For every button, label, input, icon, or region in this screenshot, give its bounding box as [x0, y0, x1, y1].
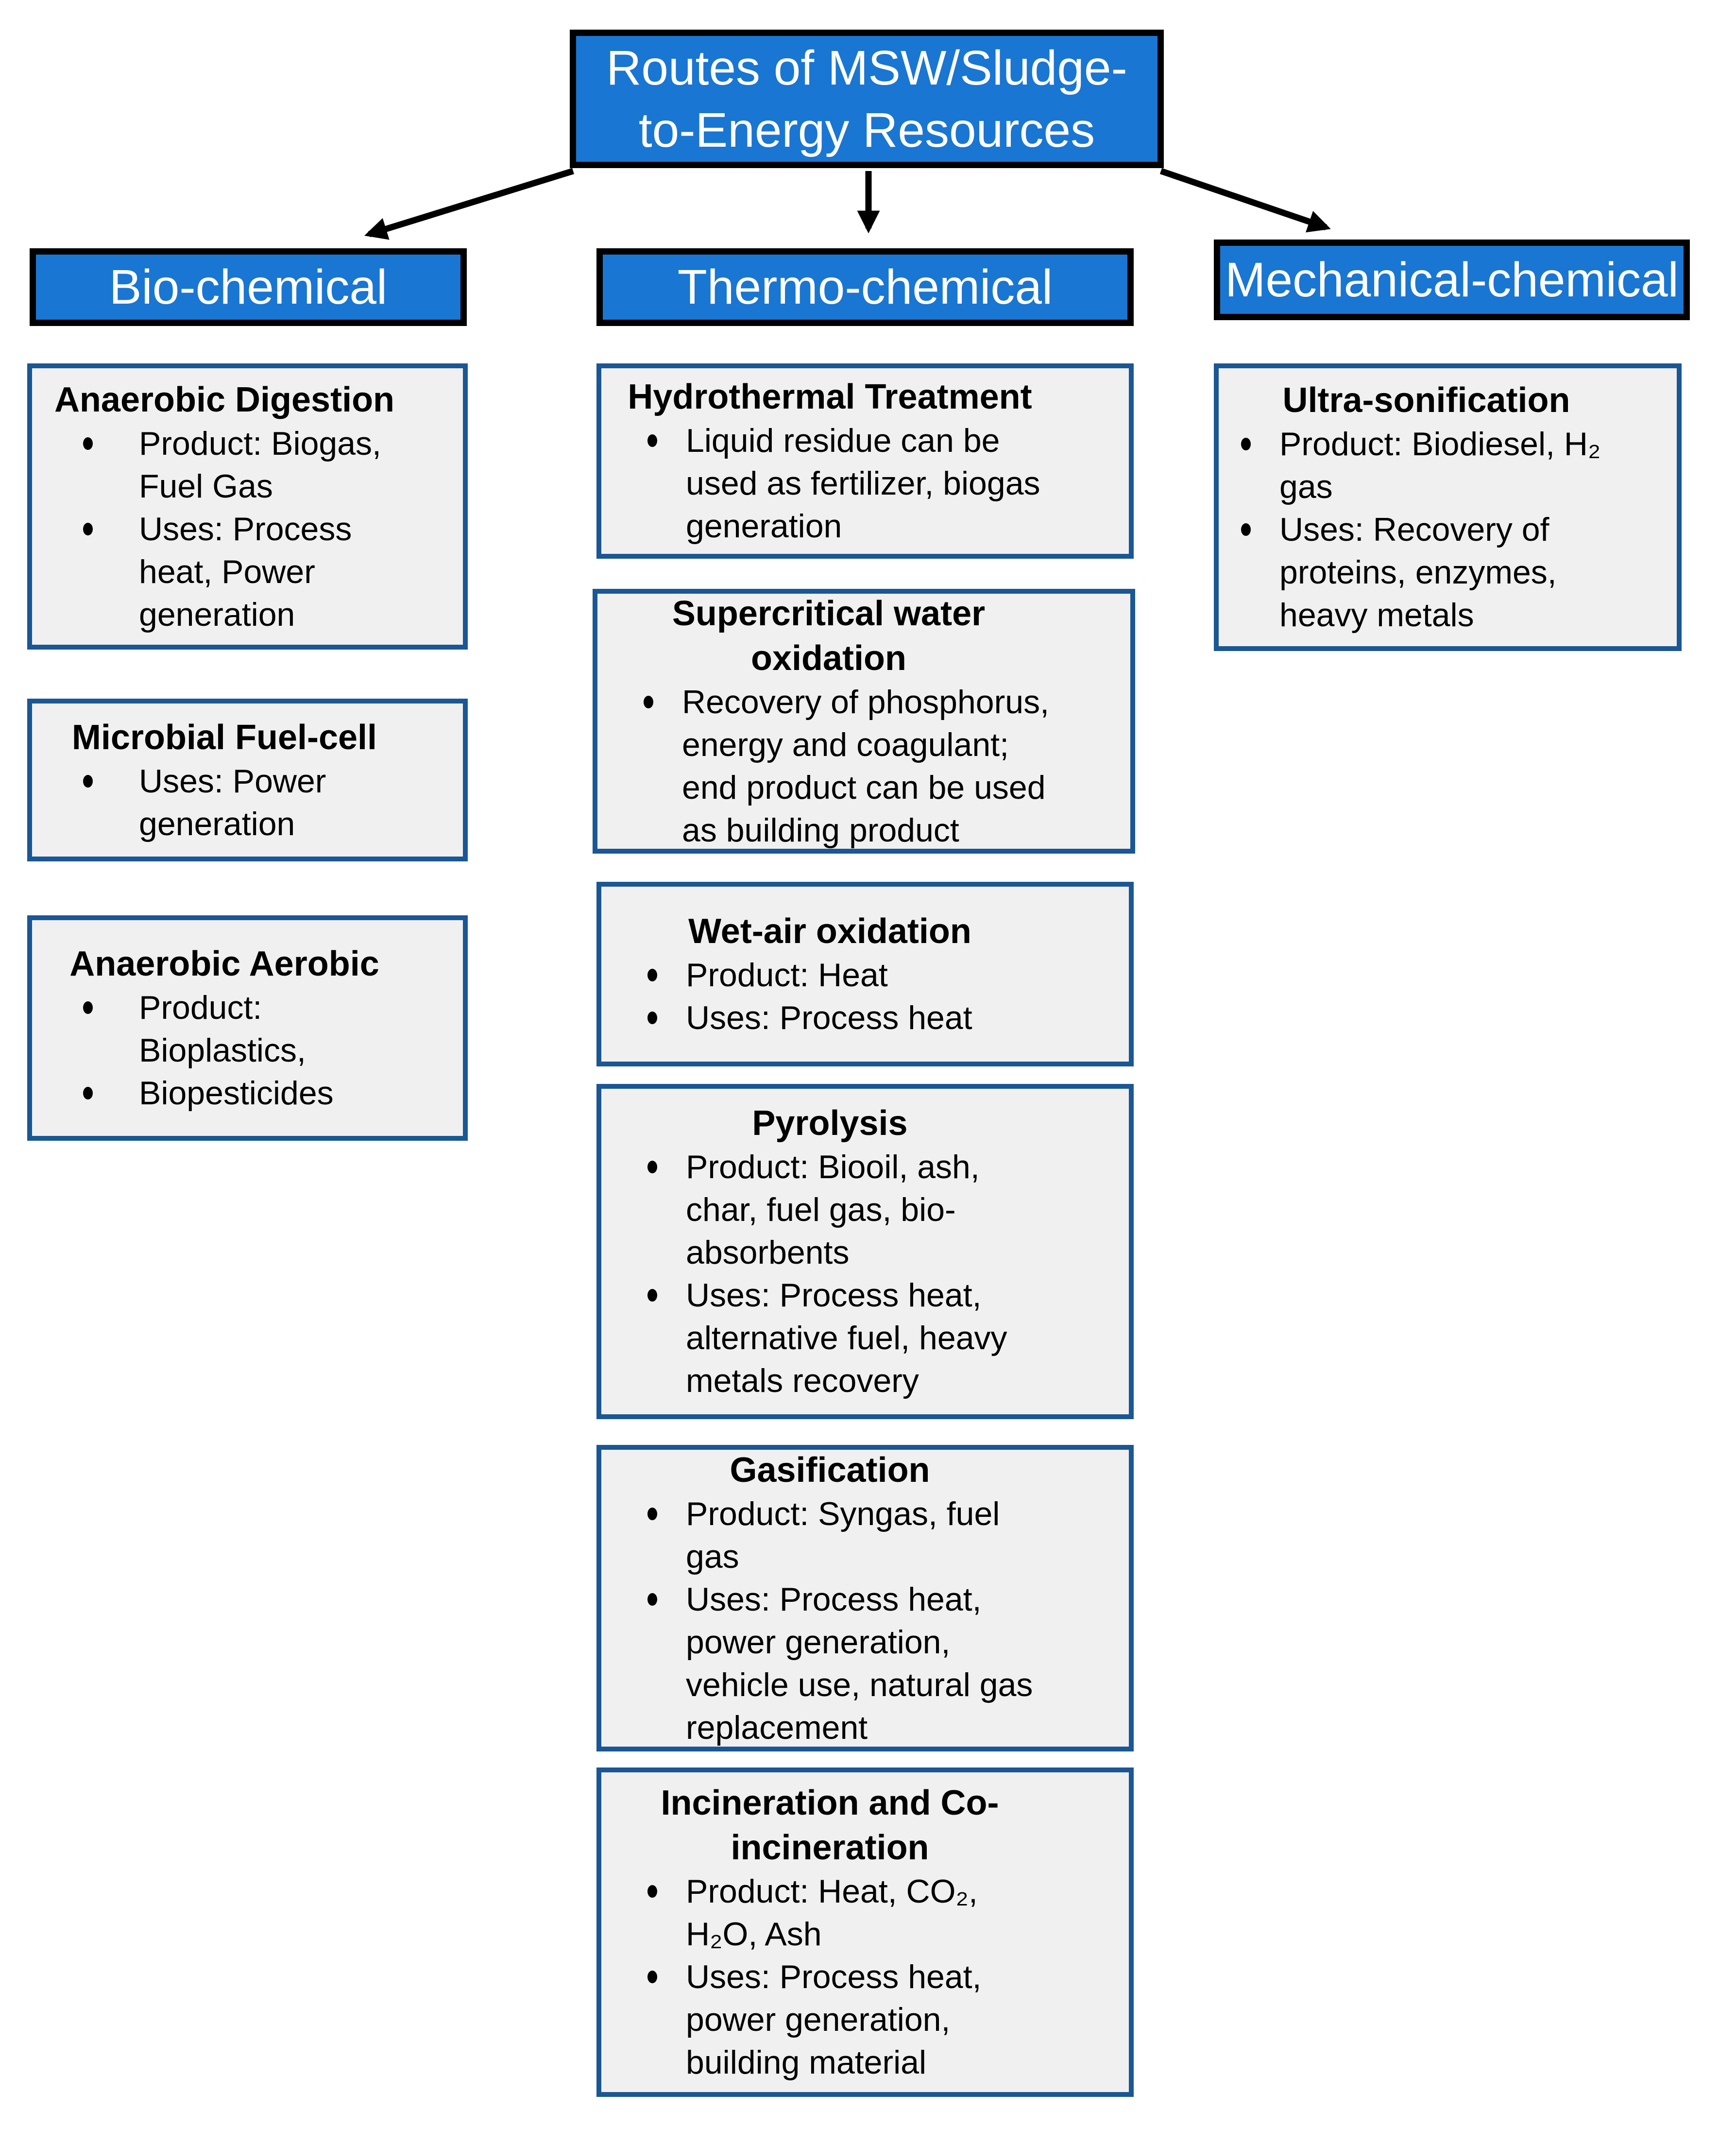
title-line-2: to-Energy Resources — [638, 103, 1095, 157]
box-title: Gasification — [730, 1450, 930, 1490]
bullet-list: Product: Biooil, ash, char, fuel gas, bi… — [601, 1146, 1058, 1402]
bullet-item: Product: Heat, CO₂, H₂O, Ash — [601, 1870, 1058, 1956]
bullet-list: Liquid residue can be used as fertilizer… — [601, 419, 1058, 548]
column-header-label: Mechanical-chemical — [1225, 253, 1679, 307]
bullet-item: Recovery of phosphorus, energy and coagu… — [597, 681, 1060, 852]
box-anaerobic-aerobic: Anaerobic Aerobic Product: Bioplastics, … — [27, 915, 468, 1141]
box-title: Ultra-sonification — [1282, 381, 1570, 420]
title-box: Routes of MSW/Sludge- to-Energy Resource… — [570, 30, 1164, 168]
bullet-list: Product: Heat Uses: Process heat — [601, 954, 1058, 1039]
bullet-item: Product: Syngas, fuel gas — [601, 1493, 1058, 1578]
box-title: Microbial Fuel-cell — [71, 718, 377, 757]
box-incineration-and-co-incineration: Incineration and Co-incineration Product… — [596, 1767, 1134, 2097]
bullet-item: Uses: Process heat, alternative fuel, he… — [601, 1274, 1058, 1402]
column-header-label: Bio-chemical — [109, 260, 388, 314]
box-title: Incineration and Co-incineration — [661, 1784, 999, 1867]
bullet-item: Uses: Recovery of proteins, enzymes, hea… — [1219, 508, 1634, 636]
column-header-thermo-chemical: Thermo-chemical — [596, 248, 1134, 326]
column-header-bio-chemical: Bio-chemical — [30, 248, 467, 326]
bullet-list: Product: Biodiesel, H₂ gas Uses: Recover… — [1219, 423, 1634, 636]
bullet-item: Liquid residue can be used as fertilizer… — [601, 419, 1058, 548]
bullet-list: Uses: Power generation — [32, 760, 417, 845]
bullet-item: Uses: Process heat — [601, 996, 1058, 1039]
bullet-item: Product: Bioplastics, — [32, 986, 417, 1072]
bullet-list: Product: Biogas, Fuel Gas Uses: Process … — [32, 422, 417, 636]
bullet-list: Product: Heat, CO₂, H₂O, Ash Uses: Proce… — [601, 1870, 1058, 2084]
bullet-item: Biopesticides — [32, 1072, 417, 1115]
bullet-list: Product: Bioplastics, Biopesticides — [32, 986, 417, 1115]
title-text: Routes of MSW/Sludge- to-Energy Resource… — [606, 37, 1127, 161]
bullet-item: Product: Biodiesel, H₂ gas — [1219, 423, 1634, 508]
box-microbial-fuel-cell: Microbial Fuel-cell Uses: Power generati… — [27, 699, 468, 861]
column-header-mechanical-chemical: Mechanical-chemical — [1214, 240, 1690, 320]
box-ultra-sonification: Ultra-sonification Product: Biodiesel, H… — [1214, 363, 1682, 651]
arrow-to-mechanical-chemical — [1159, 168, 1331, 233]
bullet-item: Uses: Process heat, Power generation — [32, 508, 417, 636]
box-anaerobic-digestion: Anaerobic Digestion Product: Biogas, Fue… — [27, 363, 468, 650]
box-pyrolysis: Pyrolysis Product: Biooil, ash, char, fu… — [596, 1084, 1134, 1419]
bullet-item: Product: Biogas, Fuel Gas — [32, 422, 417, 508]
arrow-to-bio-chemical — [364, 168, 574, 240]
box-title: Pyrolysis — [752, 1104, 908, 1143]
box-title: Anaerobic Digestion — [54, 380, 395, 419]
box-supercritical-water-oxidation: Supercritical water oxidation Recovery o… — [593, 589, 1135, 854]
box-hydrothermal-treatment: Hydrothermal Treatment Liquid residue ca… — [596, 363, 1134, 559]
bullet-item: Product: Heat — [601, 954, 1058, 996]
box-gasification: Gasification Product: Syngas, fuel gas U… — [596, 1445, 1134, 1751]
box-wet-air-oxidation: Wet-air oxidation Product: Heat Uses: Pr… — [596, 882, 1134, 1066]
bullet-item: Uses: Process heat, power generation, bu… — [601, 1956, 1058, 2084]
bullet-list: Product: Syngas, fuel gas Uses: Process … — [601, 1493, 1058, 1749]
box-title: Hydrothermal Treatment — [628, 378, 1032, 416]
column-header-label: Thermo-chemical — [677, 260, 1053, 314]
box-title: Supercritical water oxidation — [672, 594, 986, 678]
box-title: Wet-air oxidation — [688, 912, 971, 951]
bullet-item: Product: Biooil, ash, char, fuel gas, bi… — [601, 1146, 1058, 1274]
bullet-list: Recovery of phosphorus, energy and coagu… — [597, 681, 1060, 852]
box-title: Anaerobic Aerobic — [69, 944, 379, 983]
bullet-item: Uses: Power generation — [32, 760, 417, 845]
bullet-item: Uses: Process heat, power generation, ve… — [601, 1578, 1058, 1749]
title-line-1: Routes of MSW/Sludge- — [606, 40, 1127, 95]
